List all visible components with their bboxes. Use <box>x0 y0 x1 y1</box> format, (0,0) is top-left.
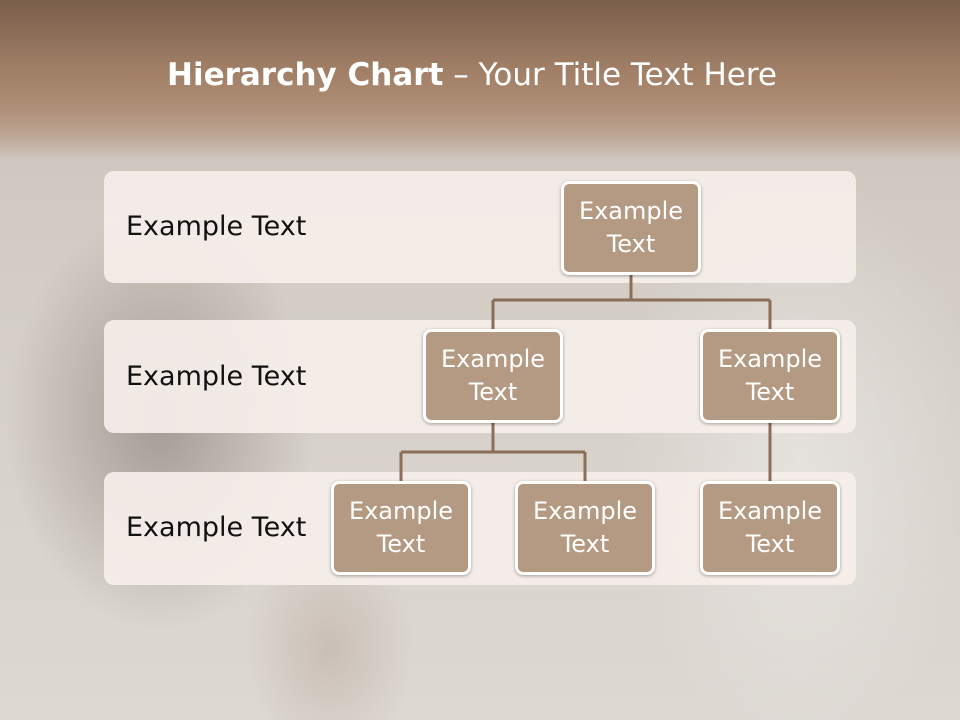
node-level2-left: Example Text <box>423 329 563 423</box>
node-level2-right: Example Text <box>700 329 840 423</box>
level-label-2: Example Text <box>126 361 307 392</box>
title-rest: – Your Title Text Here <box>443 57 777 93</box>
title-bold: Hierarchy Chart <box>167 57 444 93</box>
node-root: Example Text <box>561 181 701 275</box>
slide-title: Hierarchy Chart – Your Title Text Here <box>0 52 944 98</box>
level-label-3: Example Text <box>126 512 307 543</box>
node-level3-right: Example Text <box>700 481 840 575</box>
level-label-1: Example Text <box>126 211 307 242</box>
connector-level2left-to-level3 <box>399 422 587 482</box>
node-level3-left: Example Text <box>331 481 471 575</box>
title-band <box>0 0 960 160</box>
node-level3-middle: Example Text <box>515 481 655 575</box>
connector-root-to-level2 <box>491 275 772 330</box>
level-band-1 <box>104 171 856 283</box>
